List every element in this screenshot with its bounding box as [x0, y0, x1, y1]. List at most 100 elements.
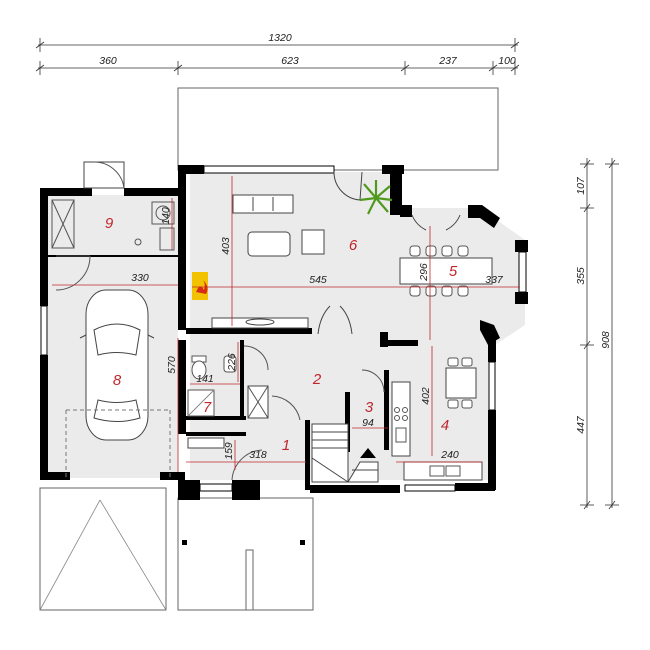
dim-total-depth: 908	[600, 331, 612, 349]
wall-utility-top-right	[124, 188, 186, 196]
dim-337: 337	[485, 274, 504, 286]
wall-bath-east	[240, 340, 244, 418]
dim-570: 570	[166, 356, 178, 374]
wall-kitchen-east-lower	[488, 410, 496, 490]
wall-south-stairs	[310, 485, 400, 493]
dim-total-width: 1320	[268, 32, 292, 44]
wall-south-kitchen	[455, 483, 495, 491]
dining-door-left	[411, 214, 427, 231]
room-number-2: 2	[312, 371, 322, 388]
dim-segment-2: 623	[281, 55, 299, 67]
washing-machine-drum	[155, 205, 171, 221]
utility-door-swing	[93, 161, 125, 189]
wall-bay-south	[480, 320, 500, 345]
room-number-1: 1	[282, 437, 290, 454]
dim-226: 226	[226, 353, 238, 372]
utility-shelf	[51, 199, 75, 249]
wall-living-north-mid	[390, 165, 402, 215]
dim-94: 94	[362, 417, 374, 429]
room-number-6: 6	[349, 237, 358, 254]
kitchen-counter-south	[403, 461, 483, 481]
exterior-dimension-lines	[35, 38, 619, 510]
dining-table-icon	[399, 257, 493, 285]
wall-pantry-west	[345, 392, 350, 452]
wall-bay-nw	[400, 205, 412, 217]
interior-dimension-lines	[52, 176, 520, 472]
wall-south-vestibule	[178, 480, 200, 500]
bath-door-swing	[243, 345, 269, 371]
window-bay-east	[518, 251, 527, 293]
porch-pillar	[245, 549, 254, 611]
dim-segment-4: 100	[498, 55, 516, 67]
living-north-door	[333, 171, 363, 201]
vestibule-door	[231, 449, 263, 481]
room-number-8: 8	[113, 372, 122, 389]
room-number-4: 4	[441, 417, 449, 434]
wall-pantry-east	[384, 370, 389, 450]
kitchen-sink-south	[429, 465, 445, 477]
porch-column-right	[300, 540, 305, 545]
wall-stair-west	[305, 420, 310, 490]
dim-segment-3: 237	[438, 55, 458, 67]
dim-403: 403	[220, 237, 232, 255]
wall-bath-south	[186, 416, 246, 420]
wall-kitchen-east	[488, 340, 496, 362]
window-south-left	[199, 483, 233, 492]
wall-living-north	[178, 165, 204, 174]
toilet-icon	[191, 355, 207, 380]
dim-right-1: 107	[575, 176, 587, 195]
washing-machine-icon	[151, 201, 175, 225]
room-number-7: 7	[203, 399, 212, 416]
wall-bay-north	[468, 205, 500, 228]
coffee-table	[247, 231, 291, 257]
driveway-diagonal-b	[99, 499, 167, 611]
window-south-kitchen	[404, 484, 456, 492]
wall-utility-top	[40, 188, 92, 196]
room-number-3: 3	[365, 399, 374, 416]
wall-garage-west-lower	[40, 355, 48, 480]
dim-296: 296	[418, 263, 430, 282]
floor-drain	[134, 238, 142, 246]
room-number-5: 5	[449, 263, 458, 280]
dim-segment-1: 360	[99, 55, 117, 67]
boiler-unit	[159, 227, 175, 251]
car-icon	[79, 289, 155, 441]
wall-garage-east	[178, 168, 186, 330]
window-kitchen-east	[488, 361, 496, 411]
stairs-icon	[311, 423, 379, 483]
walls	[40, 161, 528, 500]
dim-330: 330	[131, 272, 149, 284]
dim-right-3: 447	[575, 415, 587, 434]
wall-bay-east-bottom	[515, 292, 528, 304]
plant-icon	[359, 180, 393, 215]
front-driveway	[39, 487, 167, 611]
living-hall-door-right	[339, 305, 353, 335]
dim-545: 545	[309, 274, 327, 286]
wall-hall-kitchen-2	[388, 340, 418, 346]
sofa-icon	[232, 194, 294, 214]
armchair	[301, 229, 325, 255]
utility-door-step	[83, 161, 125, 189]
wall-garage-east-lower	[178, 340, 186, 434]
dim-240: 240	[440, 449, 459, 461]
dining-chairs	[409, 245, 469, 297]
dim-141: 141	[196, 373, 214, 385]
utility-shelf-cross-b	[51, 199, 75, 249]
wall-hall-kitchen	[380, 332, 388, 347]
dim-140: 140	[160, 207, 172, 225]
utility-garage-door	[55, 255, 91, 291]
kitchen-sink	[395, 427, 407, 443]
wall-bay-east-top	[515, 240, 528, 252]
fixtures	[48, 161, 493, 483]
wall-garage-south-right	[160, 472, 185, 480]
bath-sink	[223, 355, 237, 373]
wall-south-hall	[232, 480, 260, 500]
window-garage-west	[40, 305, 48, 356]
back-terrace	[177, 87, 499, 171]
wall-living-south	[186, 328, 312, 334]
window-living-north	[203, 165, 335, 174]
shower-icon	[187, 389, 215, 417]
wall-garage-west	[40, 188, 48, 306]
